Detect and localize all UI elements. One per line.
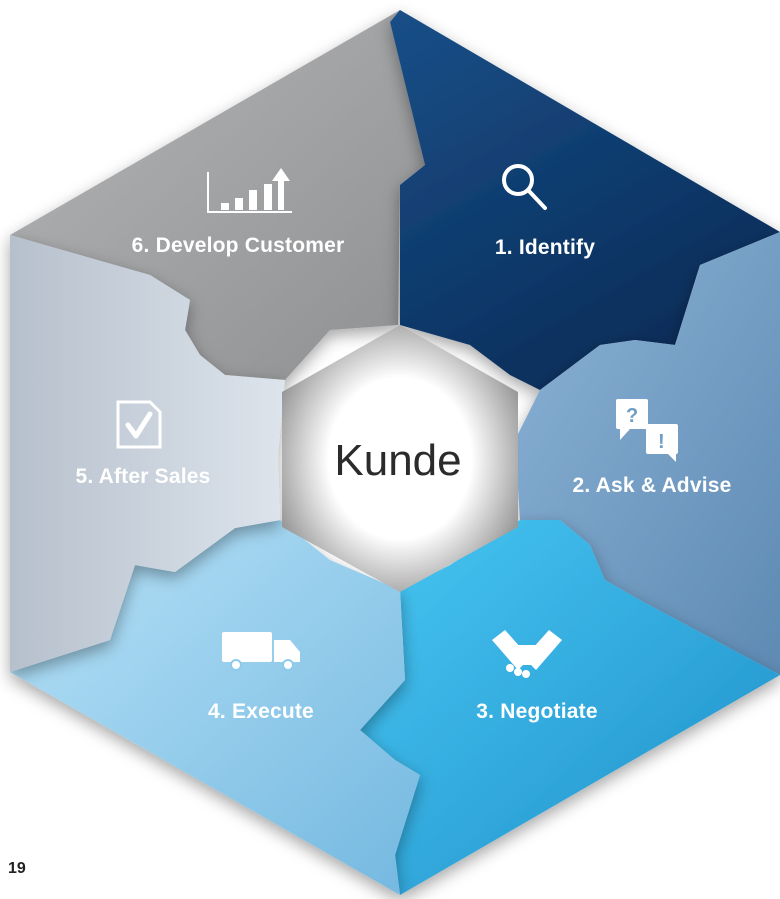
segment-after-sales [10,235,285,672]
segment-identify [390,10,780,390]
segment-label-negotiate: 3. Negotiate [476,700,598,723]
segment-label-identify: 1. Identify [494,236,596,259]
segment-execute [10,520,420,895]
segment-label-after-sales: 5. After Sales [75,465,211,488]
svg-text:?: ? [626,405,638,427]
segment-label-develop-customer: 6. Develop Customer [131,234,345,257]
svg-text:!: ! [658,431,665,453]
handshake-icon [492,630,562,678]
growth-bar-chart-icon [207,168,292,213]
checkbox-document-icon [116,400,162,449]
segment-develop-customer [10,10,425,380]
delivery-truck-icon [222,632,300,671]
segment-label-execute: 4. Execute [208,700,314,723]
question-exclamation-bubbles-icon: ? ! [616,399,678,462]
center-hexagon [282,325,518,592]
center-label: Kunde [334,436,462,485]
page-number: 19 [8,860,26,877]
magnifier-icon [502,164,547,210]
segment-negotiate [360,520,780,895]
segment-label-ask-advise: 2. Ask & Advise [572,474,732,497]
